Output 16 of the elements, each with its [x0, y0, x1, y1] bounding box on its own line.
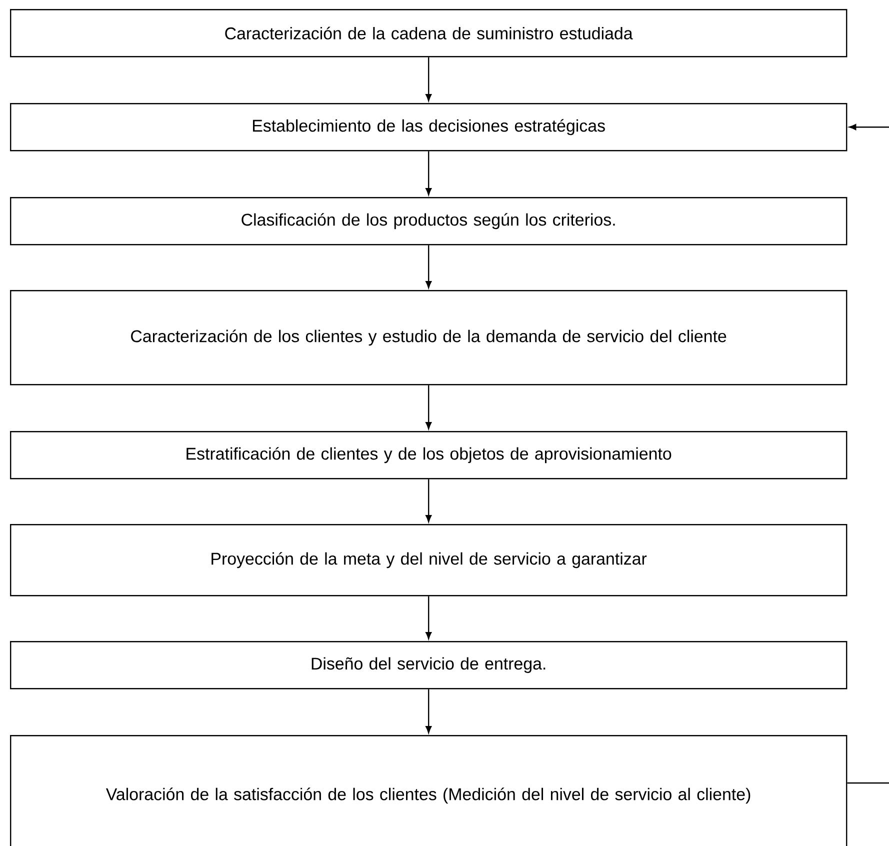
arrow [426, 385, 432, 430]
process-box: Establecimiento de las decisiones estratégicas [10, 103, 848, 152]
process-box: Clasificación de los productos según los criterios. [10, 197, 848, 246]
arrow [426, 689, 432, 734]
arrow [847, 124, 889, 784]
process-box: Proyección de la meta y del nivel de servicio a garantizar [10, 524, 848, 596]
process-box: Diseño del servicio de entrega. [10, 641, 848, 690]
arrow [426, 479, 432, 522]
process-box: Caracterización de la cadena de suministro estudiada [10, 9, 848, 58]
process-box: Valoración de la satisfacción de los clientes (Medición del nivel de servicio al cliente) [10, 735, 848, 846]
process-box: Estratificación de clientes y de los objetos de aprovisionamiento [10, 431, 848, 480]
arrow [426, 151, 432, 196]
process-box: Caracterización de los clientes y estudio de la demanda de servicio del cliente [10, 290, 848, 386]
arrow [426, 57, 432, 102]
arrow [426, 245, 432, 288]
arrow [426, 596, 432, 640]
